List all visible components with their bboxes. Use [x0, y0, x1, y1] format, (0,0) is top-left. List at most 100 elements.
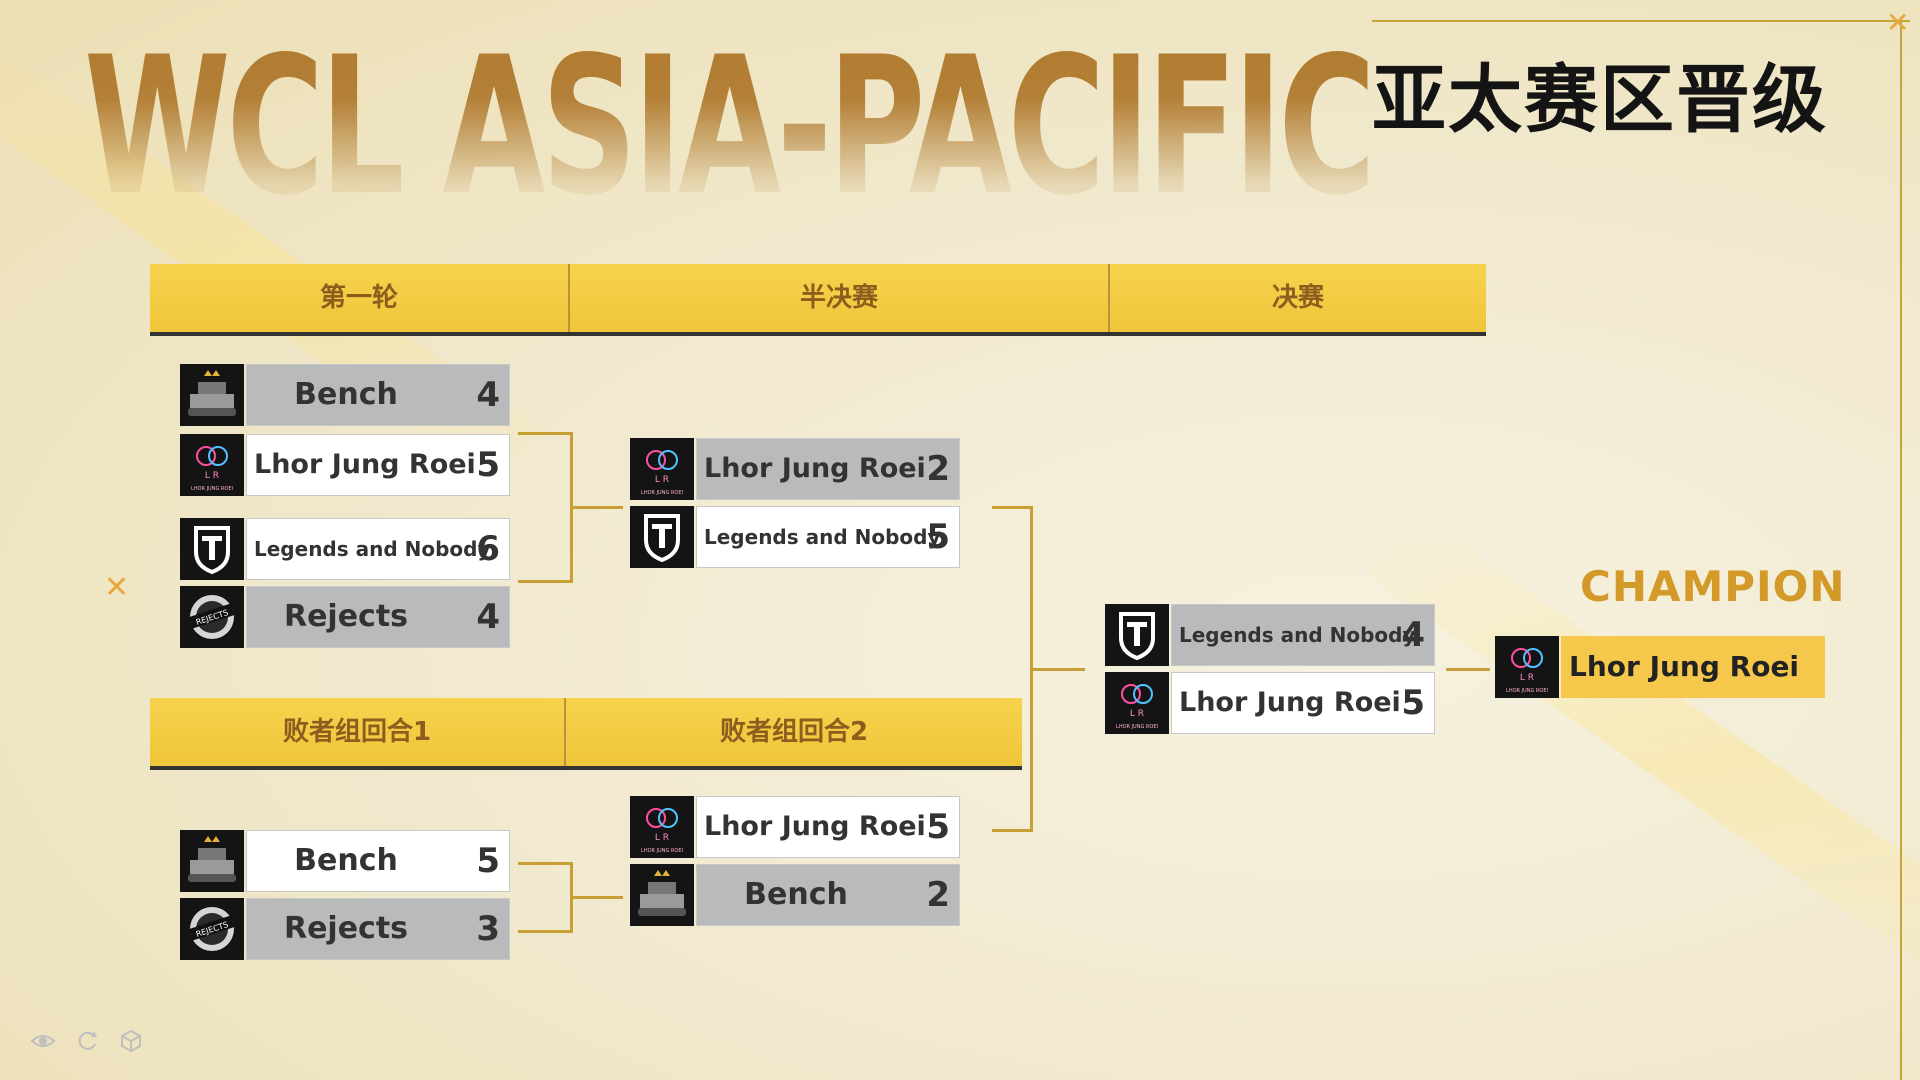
bracket-line	[1446, 668, 1490, 671]
ljr-logo-icon: L R LHOR JUNG ROEI	[630, 438, 694, 500]
bracket-line	[518, 580, 572, 583]
upper-stage-header: 第一轮 半决赛 决赛	[150, 264, 1486, 336]
team-row[interactable]: REJECTS Rejects 3	[180, 898, 510, 960]
team-plate: Lhor Jung Roei 2	[696, 438, 960, 500]
team-name: Legends and Nobody	[254, 537, 491, 561]
team-name: Legends and Nobody	[1179, 623, 1416, 647]
bracket-line	[1030, 506, 1033, 832]
bracket-line	[992, 506, 1032, 509]
tank-logo-icon	[180, 364, 244, 426]
team-score: 2	[926, 449, 950, 489]
svg-text:LHOR JUNG ROEI: LHOR JUNG ROEI	[641, 848, 683, 854]
team-score: 6	[476, 529, 500, 569]
team-row[interactable]: Legends and Nobody 5	[630, 506, 960, 568]
ljr-logo-icon: L R LHOR JUNG ROEI	[1495, 636, 1559, 698]
team-score: 5	[926, 807, 950, 847]
team-score: 2	[926, 875, 950, 915]
team-row[interactable]: REJECTS Rejects 4	[180, 586, 510, 648]
team-name: Lhor Jung Roei	[1179, 687, 1401, 718]
bracket-line	[570, 862, 573, 933]
team-plate: Bench 2	[696, 864, 960, 926]
team-name: Legends and Nobody	[704, 525, 941, 549]
svg-text:L R: L R	[1520, 673, 1534, 683]
team-name: Lhor Jung Roei	[704, 811, 926, 842]
team-score: 5	[476, 841, 500, 881]
stage-lower2: 败者组回合2	[719, 717, 869, 747]
team-row[interactable]: Bench 2	[630, 864, 960, 926]
team-row[interactable]: L R LHOR JUNG ROEI Lhor Jung Roei 2	[630, 438, 960, 500]
team-name: Lhor Jung Roei	[704, 453, 926, 484]
team-plate: Lhor Jung Roei 5	[1171, 672, 1435, 734]
team-name: Bench	[294, 843, 398, 878]
team-plate: Bench 5	[246, 830, 510, 892]
team-plate: Legends and Nobody 5	[696, 506, 960, 568]
rejects-logo-icon: REJECTS	[180, 586, 244, 648]
page-title-en: WCL ASIA-PACIFIC	[84, 16, 1376, 237]
stage-lower1: 败者组回合1	[282, 717, 432, 747]
champion-plate: Lhor Jung Roei	[1561, 636, 1825, 698]
team-score: 3	[476, 909, 500, 949]
page-title-cn: 亚太赛区晋级	[1372, 57, 1828, 143]
stage-divider	[568, 264, 570, 332]
corner-x-icon: ✕	[1886, 6, 1910, 39]
tank-logo-icon	[180, 830, 244, 892]
bracket-line	[992, 829, 1032, 832]
team-name: Bench	[294, 377, 398, 412]
eye-icon[interactable]	[30, 1028, 56, 1054]
wot-logo-icon	[1105, 604, 1169, 666]
lower-stage-header: 败者组回合1 败者组回合2	[150, 698, 1022, 770]
team-plate: Rejects 4	[246, 586, 510, 648]
refresh-icon[interactable]	[74, 1028, 100, 1054]
champion-label: CHAMPION	[1580, 562, 1846, 611]
team-score: 5	[1401, 683, 1425, 723]
stage-round1: 第一轮	[319, 283, 398, 313]
team-score: 5	[926, 517, 950, 557]
team-row[interactable]: L R LHOR JUNG ROEI Lhor Jung Roei 5	[630, 796, 960, 858]
team-plate: Legends and Nobody 6	[246, 518, 510, 580]
right-decor-line	[1900, 22, 1902, 1080]
bracket-line	[570, 432, 573, 583]
tank-logo-icon	[630, 864, 694, 926]
team-plate: Bench 4	[246, 364, 510, 426]
cube-icon[interactable]	[118, 1028, 144, 1054]
bracket-line	[1033, 668, 1085, 671]
team-score: 4	[476, 375, 500, 415]
svg-text:LHOR JUNG ROEI: LHOR JUNG ROEI	[191, 486, 233, 492]
svg-text:LHOR JUNG ROEI: LHOR JUNG ROEI	[1506, 688, 1548, 694]
svg-text:L R: L R	[655, 833, 669, 843]
team-score: 5	[476, 445, 500, 485]
team-name: Rejects	[283, 911, 409, 946]
team-name: Bench	[744, 877, 848, 912]
wot-logo-icon	[180, 518, 244, 580]
stage-semifinal: 半决赛	[799, 283, 878, 313]
team-plate: Lhor Jung Roei 5	[696, 796, 960, 858]
left-x-icon: ✕	[104, 570, 130, 605]
footer-icons	[30, 1028, 144, 1054]
team-row[interactable]: Bench 5	[180, 830, 510, 892]
team-score: 4	[476, 597, 500, 637]
team-row[interactable]: Bench 4	[180, 364, 510, 426]
champion-name: Lhor Jung Roei	[1569, 650, 1800, 683]
rejects-logo-icon: REJECTS	[180, 898, 244, 960]
stage-divider	[564, 698, 566, 766]
wot-logo-icon	[630, 506, 694, 568]
team-row[interactable]: Legends and Nobody 6	[180, 518, 510, 580]
bracket-line	[573, 896, 623, 899]
ljr-logo-icon: L R LHOR JUNG ROEI	[630, 796, 694, 858]
top-decor-line	[1372, 20, 1910, 22]
bracket-line	[518, 930, 572, 933]
stage-final: 决赛	[1271, 283, 1324, 313]
team-plate: Legends and Nobody 4	[1171, 604, 1435, 666]
team-score: 4	[1401, 615, 1425, 655]
team-row[interactable]: Legends and Nobody 4	[1105, 604, 1435, 666]
svg-text:LHOR JUNG ROEI: LHOR JUNG ROEI	[641, 490, 683, 496]
svg-text:L R: L R	[655, 475, 669, 485]
bracket-line	[573, 506, 623, 509]
champion-row[interactable]: L R LHOR JUNG ROEI Lhor Jung Roei	[1495, 636, 1825, 698]
bracket-line	[518, 432, 572, 435]
